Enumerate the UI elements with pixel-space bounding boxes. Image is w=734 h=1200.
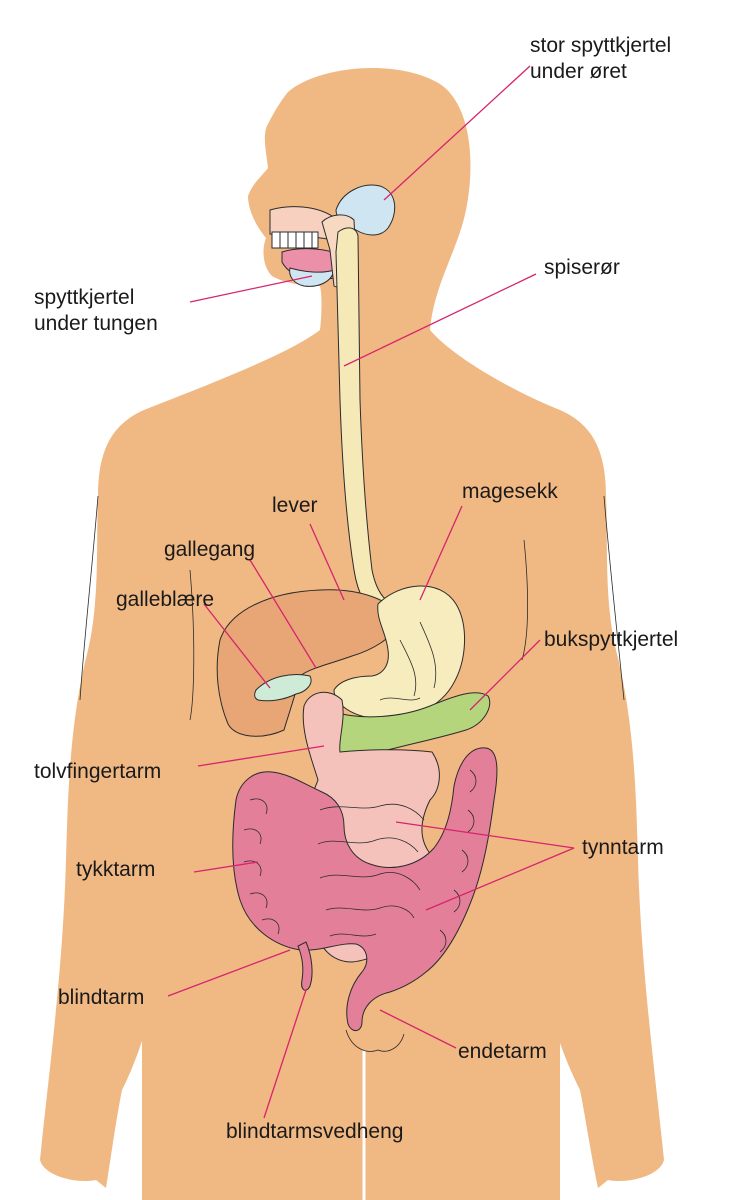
label-parotid-line-1: stor spyttkjertel bbox=[530, 34, 671, 57]
leader-lines bbox=[167, 65, 575, 1119]
label-duodenum: tolvfingertarm bbox=[34, 760, 161, 783]
intestine-folds bbox=[243, 621, 477, 953]
label-sublingual-line-1: spyttkjertel bbox=[34, 286, 134, 309]
appendix bbox=[297, 941, 313, 991]
label-esophagus: spiserør bbox=[544, 256, 620, 279]
label-cecum: blindtarm bbox=[58, 986, 144, 1009]
leader-cecum bbox=[167, 949, 291, 997]
label-gallbladder: galleblære bbox=[116, 588, 214, 611]
chest-line-right bbox=[521, 539, 529, 661]
label-stomach: magesekk bbox=[462, 480, 558, 503]
navel-fold bbox=[345, 1029, 405, 1052]
leader-stomach bbox=[419, 505, 463, 601]
sublingual-gland bbox=[289, 267, 335, 287]
leader-pancreas bbox=[469, 639, 541, 711]
leader-colon bbox=[193, 861, 259, 873]
label-parotid-line-2: under øret bbox=[530, 60, 627, 83]
leader-sublingual bbox=[189, 275, 313, 303]
leader-parotid bbox=[383, 65, 531, 201]
labels: stor spyttkjertel under øret spiserør sp… bbox=[34, 34, 678, 1143]
teeth bbox=[271, 231, 319, 249]
leader-rectum bbox=[379, 1009, 457, 1049]
leader-small-intestine-1 bbox=[395, 821, 575, 849]
label-colon: tykktarm bbox=[76, 858, 155, 881]
leader-liver bbox=[309, 523, 345, 601]
label-small-intestine: tynntarm bbox=[582, 836, 664, 859]
leader-duodenum bbox=[197, 745, 325, 767]
esophagus bbox=[335, 227, 393, 621]
right-arm-gap bbox=[603, 495, 625, 701]
label-liver: lever bbox=[272, 494, 318, 517]
large-intestine bbox=[232, 747, 498, 1031]
leader-bile-duct bbox=[249, 559, 317, 669]
label-rectum: endetarm bbox=[458, 1040, 547, 1063]
leader-appendix bbox=[263, 989, 307, 1119]
label-bile-duct: gallegang bbox=[164, 538, 255, 561]
leader-gallbladder bbox=[203, 603, 271, 689]
label-pancreas: bukspyttkjertel bbox=[544, 628, 678, 651]
leader-small-intestine-2 bbox=[425, 847, 575, 911]
gallbladder bbox=[254, 674, 312, 702]
left-arm-gap bbox=[79, 495, 99, 701]
mouth-region bbox=[269, 184, 396, 288]
chest-line bbox=[189, 569, 195, 721]
leader-esophagus bbox=[343, 273, 537, 367]
label-appendix: blindtarmsvedheng bbox=[226, 1120, 403, 1143]
label-sublingual-line-2: under tungen bbox=[34, 312, 158, 335]
